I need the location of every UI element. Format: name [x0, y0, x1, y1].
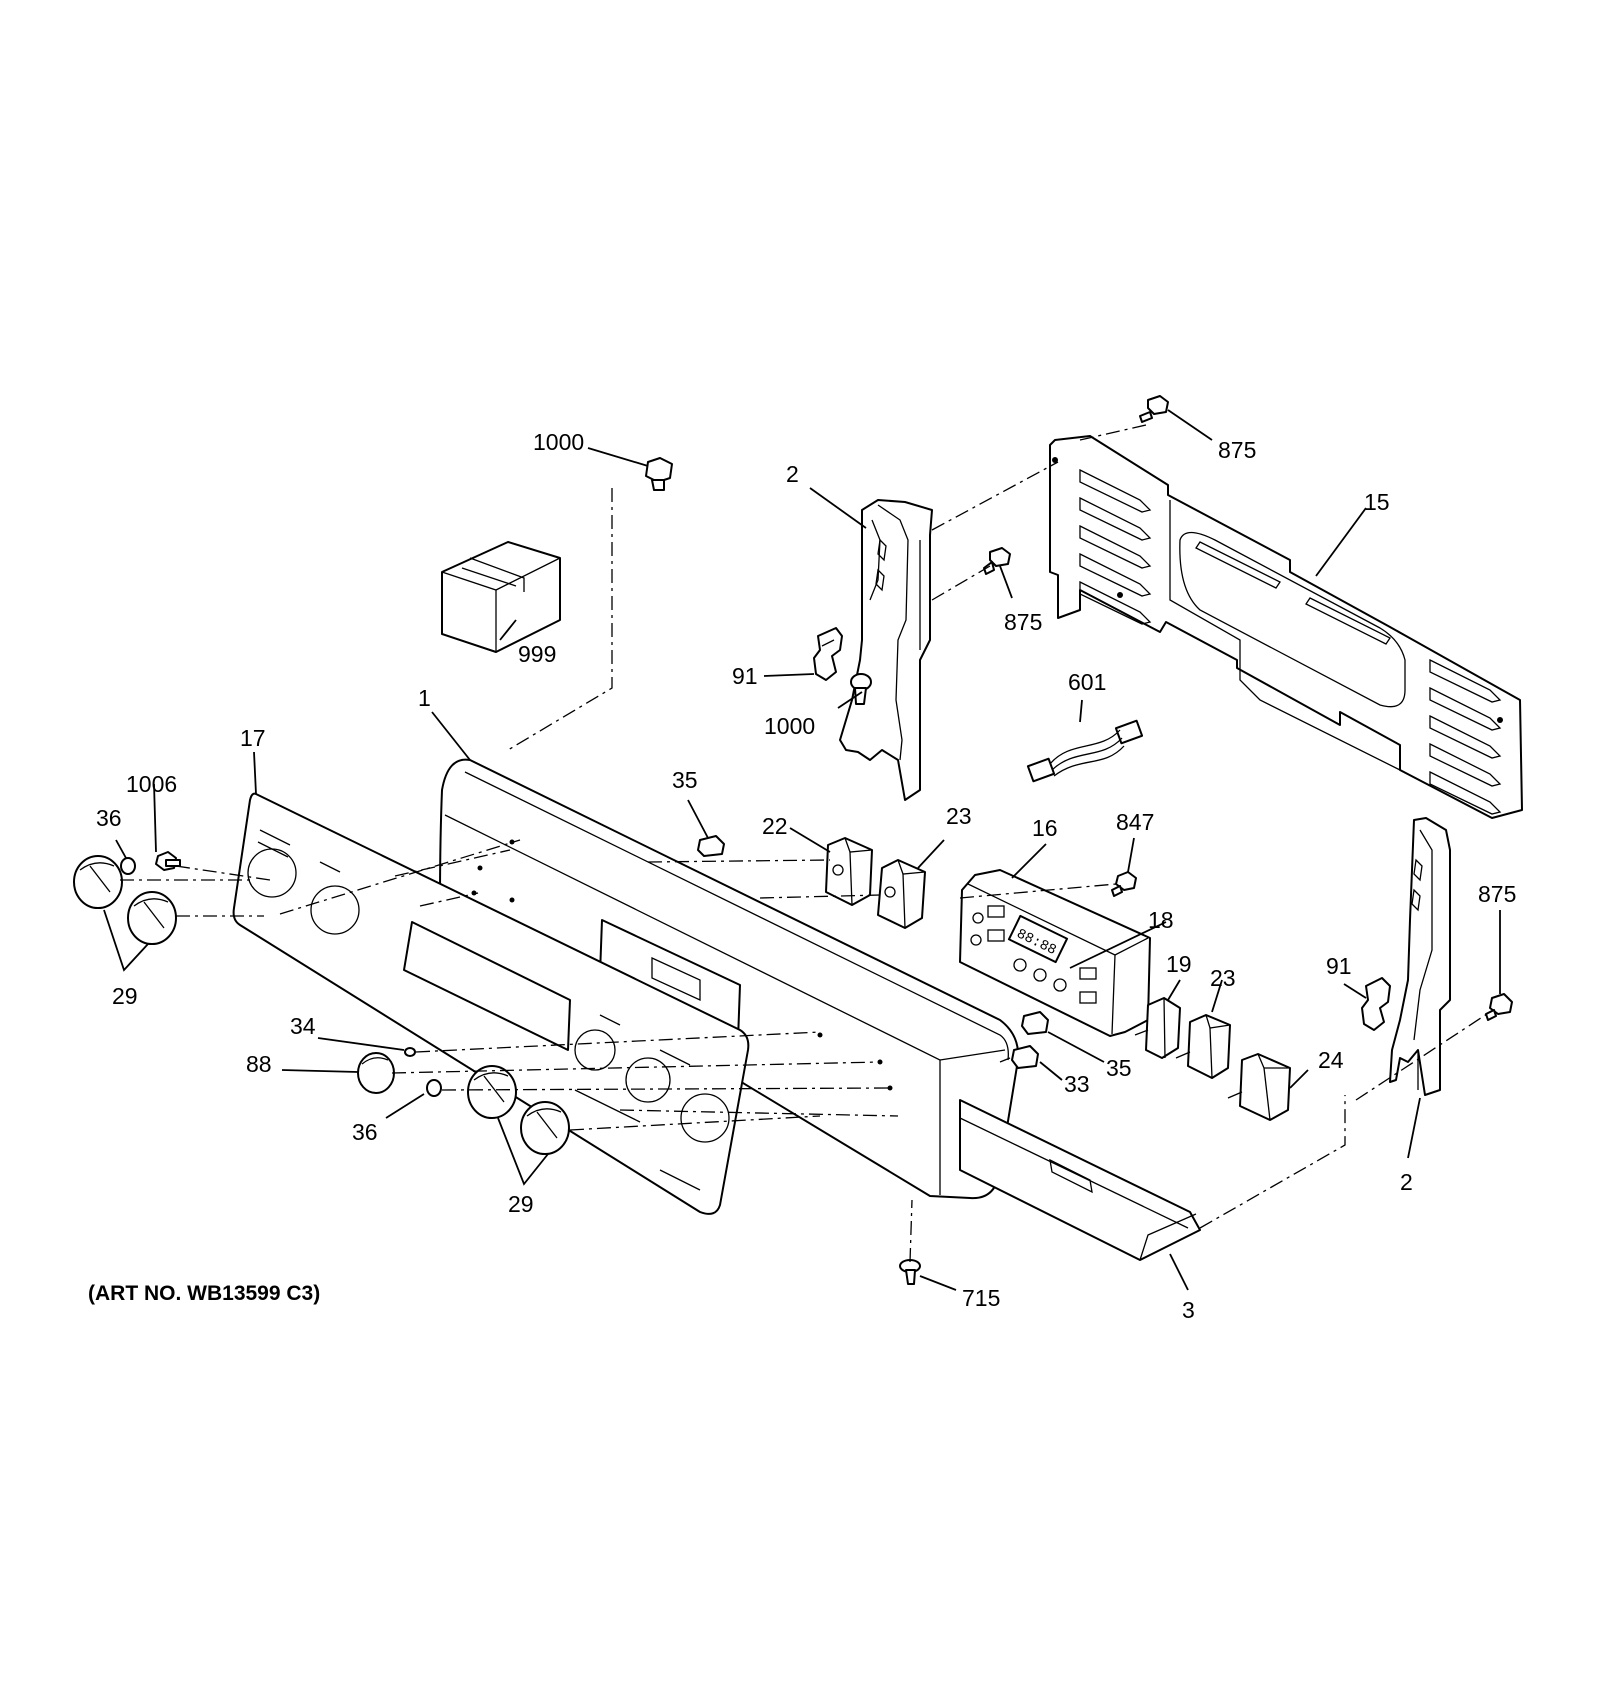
callout-1000-mid: 1000: [764, 713, 815, 739]
leader-lines: [103, 409, 1501, 1291]
art-number: (ART NO. WB13599 C3): [88, 1282, 320, 1305]
screw-part-1006: [155, 851, 181, 871]
callout-1000-top: 1000: [533, 429, 584, 455]
callout-33: 33: [1064, 1071, 1090, 1097]
callout-22: 22: [762, 813, 788, 839]
knob-bushing-part-36-top: [120, 857, 136, 875]
spring-part-34: [404, 1047, 416, 1057]
wire-harness-part-601: [1026, 719, 1144, 783]
callout-3: 3: [1182, 1297, 1195, 1323]
callout-847: 847: [1116, 809, 1154, 835]
callout-34: 34: [290, 1013, 316, 1039]
callout-2-left: 2: [786, 461, 799, 487]
rocker-switch-part-33: [1011, 1045, 1039, 1069]
callout-91-left: 91: [732, 663, 758, 689]
callout-24: 24: [1318, 1047, 1344, 1073]
knob-part-29-bottom-a: [467, 1065, 517, 1119]
screw-part-875-right: [1485, 993, 1513, 1021]
trim-strip-part-3: [959, 1099, 1201, 1261]
callout-labels: 1000 999 2 91 1000 875 875 15 601 1 17 1…: [96, 429, 1516, 1323]
callout-88: 88: [246, 1051, 272, 1077]
screw-part-875-mid: [983, 547, 1011, 575]
callout-35-top: 35: [672, 767, 698, 793]
switch-part-23-bottom: [1175, 1014, 1231, 1079]
callout-91-right: 91: [1326, 953, 1352, 979]
callout-18: 18: [1148, 907, 1174, 933]
control-overlay-part-17: [232, 792, 750, 1215]
switch-part-22: [825, 837, 873, 906]
callout-999: 999: [518, 641, 556, 667]
knob-part-29-left-b: [127, 891, 177, 945]
callout-15: 15: [1364, 489, 1390, 515]
switch-part-24: [1227, 1053, 1291, 1121]
end-cap-right-part-2: [1389, 817, 1451, 1096]
assembly-lines: [120, 424, 1491, 1263]
callout-715: 715: [962, 1285, 1000, 1311]
callout-36-top: 36: [96, 805, 122, 831]
parts-box-part-999: [441, 541, 561, 653]
end-cap-left-part-2: [839, 499, 933, 801]
control-module-part-16: 88:88: [959, 869, 1151, 1037]
screw-part-1000-top: [645, 457, 673, 491]
callout-17: 17: [240, 725, 266, 751]
knob-part-29-bottom-b: [520, 1101, 570, 1155]
callout-29-left: 29: [112, 983, 138, 1009]
callout-875-right: 875: [1478, 881, 1516, 907]
callout-29-bottom: 29: [508, 1191, 534, 1217]
callout-16: 16: [1032, 815, 1058, 841]
callout-875-mid: 875: [1004, 609, 1042, 635]
knob-part-88: [357, 1052, 395, 1094]
callout-36-bottom: 36: [352, 1119, 378, 1145]
rocker-switch-part-35-top: [697, 835, 725, 857]
callout-1: 1: [418, 685, 431, 711]
switch-part-23-top: [877, 859, 926, 929]
screw-part-875-top: [1139, 395, 1169, 423]
callout-601: 601: [1068, 669, 1106, 695]
screw-part-715: [899, 1259, 921, 1285]
callout-35-bottom: 35: [1106, 1055, 1132, 1081]
callout-23-bottom: 23: [1210, 965, 1236, 991]
callout-23-top: 23: [946, 803, 972, 829]
callout-875-top: 875: [1218, 437, 1256, 463]
callout-2-right: 2: [1400, 1169, 1413, 1195]
rear-panel-part-15: [1049, 435, 1523, 819]
rocker-switch-part-35-bottom: [1021, 1011, 1049, 1035]
callout-1006: 1006: [126, 771, 177, 797]
knob-bushing-part-36-bottom: [426, 1079, 442, 1097]
backsplash-panel-part-1: [439, 758, 1020, 1200]
switch-part-91-right: [1361, 977, 1391, 1031]
knob-part-29-left-a: [73, 855, 123, 909]
switch-part-91-left: [813, 627, 843, 681]
callout-19: 19: [1166, 951, 1192, 977]
switch-part-19: [1134, 997, 1181, 1059]
screw-part-1000-mid: [850, 673, 872, 705]
